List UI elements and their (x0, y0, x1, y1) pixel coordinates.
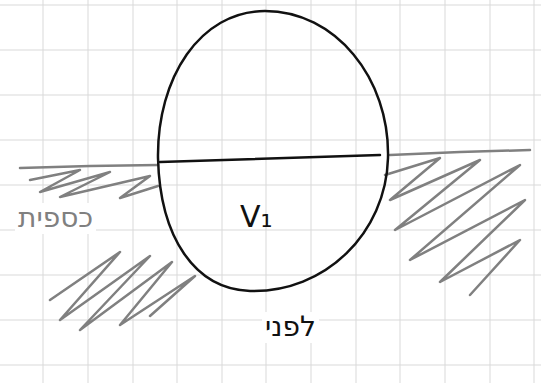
liquid-level-line (160, 155, 380, 162)
mercury-hatching (50, 252, 195, 330)
mercury-surface (20, 165, 158, 168)
mercury-hatching (385, 158, 525, 295)
mercury-hatching (30, 170, 158, 198)
material-label: כספית (15, 203, 96, 234)
egg-outline-path (158, 11, 388, 291)
volume-symbol: V₁ (240, 200, 273, 233)
state-label: לפני (262, 312, 319, 343)
egg-shaped-body: V₁ (155, 8, 395, 298)
mercury-surface (390, 150, 530, 155)
egg-outline (155, 8, 395, 298)
